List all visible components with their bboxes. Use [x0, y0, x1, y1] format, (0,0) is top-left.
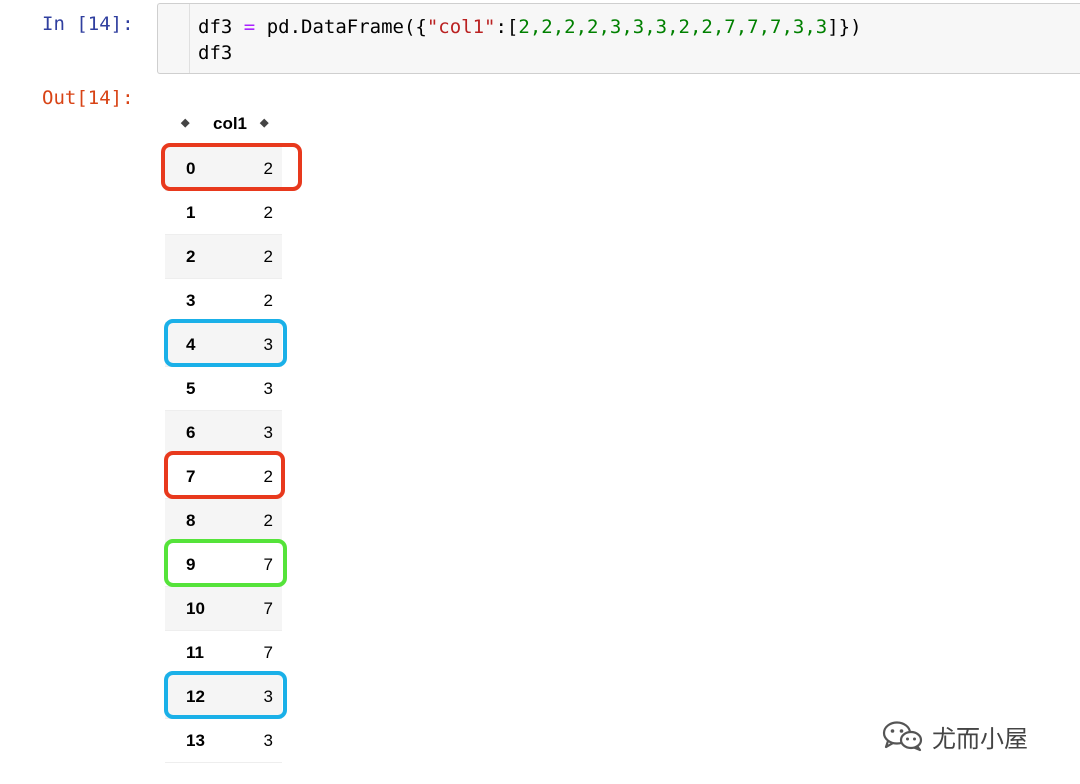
cell-value: 3	[263, 379, 273, 398]
row-index: 8	[186, 511, 196, 530]
row-index: 9	[186, 555, 196, 574]
cell-value: 2	[263, 159, 273, 178]
code-close: ]})	[827, 16, 862, 38]
code-line-2: df3	[198, 42, 233, 64]
code-call: pd.DataFrame({	[266, 16, 427, 38]
watermark: 尤而小屋	[882, 716, 1028, 756]
row-index: 13	[186, 731, 205, 750]
cell-value: 7	[263, 643, 273, 662]
code-punct: :[	[495, 16, 519, 38]
row-index: 6	[186, 423, 196, 442]
table-row: 13 3	[165, 719, 282, 763]
cell-value: 3	[263, 687, 273, 706]
row-index: 12	[186, 687, 205, 706]
table-row: 12 3	[165, 675, 282, 719]
cell-value: 2	[263, 203, 273, 222]
out-prompt: Out[14]:	[42, 87, 134, 109]
cell-value: 2	[263, 467, 273, 486]
cell-value: 2	[263, 511, 273, 530]
cell-value: 7	[263, 555, 273, 574]
cell-value: 2	[263, 291, 273, 310]
row-index: 11	[186, 643, 204, 662]
table-header: ◆ col1 ◆	[165, 102, 282, 146]
code-var: df3	[198, 16, 233, 38]
row-index: 4	[186, 335, 196, 354]
highlight-box-red	[164, 451, 285, 499]
wechat-icon	[882, 721, 923, 752]
highlight-box-red	[161, 143, 302, 191]
row-index: 3	[186, 291, 196, 310]
cell-value: 7	[263, 599, 273, 618]
highlight-box-green	[164, 539, 287, 587]
highlight-box-blue	[164, 671, 287, 719]
code-operator: =	[243, 16, 256, 38]
row-index: 10	[186, 599, 205, 618]
in-prompt: In [14]:	[42, 13, 134, 35]
cell-value: 3	[263, 423, 273, 442]
row-index: 2	[186, 247, 196, 266]
table-row: 11 7	[165, 631, 282, 675]
table-row: 10 7	[165, 587, 282, 631]
sort-icon[interactable]: ◆	[181, 117, 190, 129]
highlight-box-blue	[164, 319, 287, 367]
column-header-col1: col1	[213, 114, 248, 133]
cell-value: 2	[263, 247, 273, 266]
cell-value: 3	[263, 335, 273, 354]
row-index: 1	[186, 203, 196, 222]
code-cell[interactable]: df3 = pd.DataFrame({"col1":[2,2,2,2,3,3,…	[157, 3, 1080, 74]
cell-value: 3	[263, 731, 273, 750]
code-editor[interactable]: df3 = pd.DataFrame({"col1":[2,2,2,2,3,3,…	[198, 14, 862, 66]
row-index: 7	[186, 467, 196, 486]
watermark-text: 尤而小屋	[932, 724, 1028, 753]
row-index: 5	[186, 379, 196, 398]
sort-icon[interactable]: ◆	[260, 117, 269, 129]
row-index: 0	[186, 159, 196, 178]
code-string: "col1"	[426, 16, 496, 38]
code-numbers: 2,2,2,2,3,3,3,2,2,7,7,7,3,3	[518, 16, 828, 38]
